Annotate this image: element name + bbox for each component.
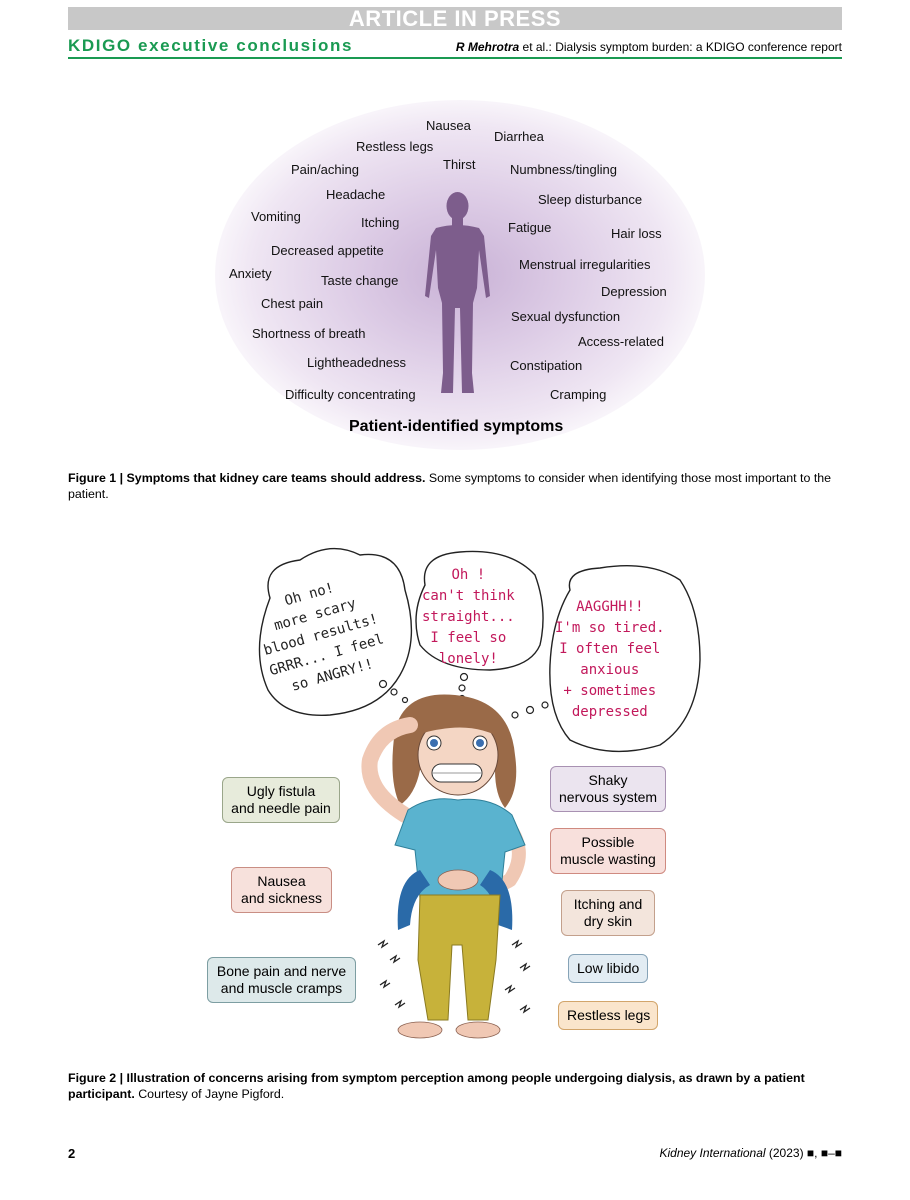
figure1-caption-lead: Figure 1 | Symptoms that kidney care tea… — [68, 471, 426, 485]
page-number: 2 — [68, 1146, 76, 1161]
symptom-label: Thirst — [443, 157, 476, 172]
concern-box: Shaky nervous system — [550, 766, 666, 812]
figure1-caption: Figure 1 | Symptoms that kidney care tea… — [68, 470, 842, 502]
concern-box: Restless legs — [558, 1001, 658, 1030]
symptom-label: Headache — [326, 187, 386, 202]
symptom-label: Cramping — [550, 387, 607, 402]
thought-bubble-right: AAGGHH!! I'm so tired. I often feel anxi… — [555, 599, 665, 720]
figure2-caption: Figure 2 | Illustration of concerns aris… — [68, 1070, 842, 1102]
symptom-label: Sleep disturbance — [538, 192, 643, 207]
running-title: et al.: Dialysis symptom burden: a KDIGO… — [519, 40, 842, 54]
concern-box: Possible muscle wasting — [550, 828, 666, 874]
symptom-label: Pain/aching — [291, 162, 359, 177]
symptom-label: Restless legs — [356, 139, 434, 154]
symptom-label: Numbness/tingling — [510, 162, 617, 177]
header-rule — [68, 57, 842, 59]
symptom-label: Access-related — [578, 334, 664, 349]
running-authors: R Mehrotra — [455, 40, 520, 54]
symptom-label: Diarrhea — [494, 129, 544, 144]
figure1-title: Patient-identified symptoms — [349, 418, 564, 435]
journal-volume: ■, ■–■ — [806, 1146, 842, 1160]
symptom-label: Nausea — [426, 118, 471, 133]
symptom-label: Chest pain — [261, 296, 324, 311]
symptom-label: Sexual dysfunction — [511, 309, 621, 324]
concern-box: Itching and dry skin — [561, 890, 655, 936]
symptom-label: Menstrual irregularities — [519, 257, 651, 272]
article-in-press-banner: ARTICLE IN PRESS — [68, 7, 842, 30]
concern-box: Bone pain and nerve and muscle cramps — [207, 957, 356, 1003]
symptom-label: Depression — [601, 284, 667, 299]
symptom-label: Fatigue — [508, 220, 552, 235]
symptom-label: Difficulty concentrating — [285, 387, 416, 402]
symptom-label: Taste change — [321, 273, 399, 288]
symptom-label: Hair loss — [611, 226, 662, 241]
symptom-label: Anxiety — [229, 266, 272, 281]
concern-box: Low libido — [568, 954, 648, 983]
journal-name: Kidney International — [659, 1146, 766, 1160]
symptom-label: Lightheadedness — [307, 355, 407, 370]
figure2-caption-text: Courtesy of Jayne Pigford. — [134, 1087, 285, 1101]
symptom-label: Decreased appetite — [271, 243, 384, 258]
human-silhouette-icon — [425, 192, 490, 393]
concern-box: Ugly fistula and needle pain — [222, 777, 340, 823]
concern-box: Nausea and sickness — [231, 867, 332, 913]
symptom-label: Shortness of breath — [252, 326, 366, 341]
journal-citation: Kidney International (2023) ■, ■–■ — [659, 1146, 842, 1160]
section-title: KDIGO executive conclusions — [68, 36, 354, 55]
journal-year: (2023) — [765, 1146, 807, 1160]
figure2-caption-lead: Figure 2 | Illustration of concerns aris… — [68, 1071, 805, 1101]
running-head: R Mehrotra et al.: Dialysis symptom burd… — [456, 40, 842, 54]
symptom-label: Constipation — [510, 358, 583, 373]
figure1-caption-text: Some symptoms to consider when identifyi… — [68, 471, 832, 501]
symptom-label: Vomiting — [251, 209, 301, 224]
thought-bubble-center: Oh ! can't think straight... I feel so l… — [422, 567, 515, 667]
symptom-label: Itching — [361, 215, 400, 230]
